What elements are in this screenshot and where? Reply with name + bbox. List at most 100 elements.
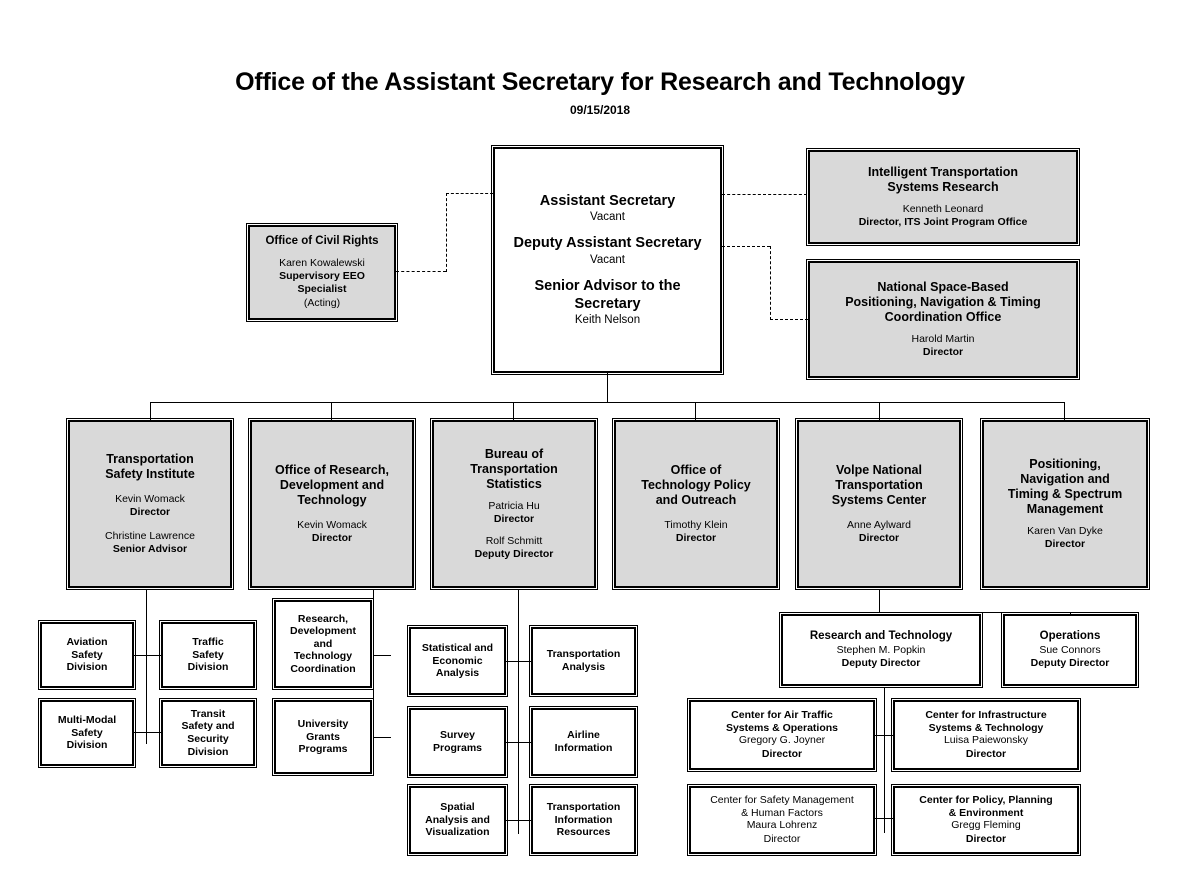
csmhf-role: Director: [763, 832, 801, 845]
otpo-title-line3: and Outreach: [655, 492, 737, 507]
box-national-space-based-pnt-coordination-office[interactable]: National Space-Based Positioning, Naviga…: [806, 259, 1080, 380]
bts-role1: Director: [493, 513, 535, 526]
connector-bts-row1: [505, 661, 533, 662]
page-title: Office of the Assistant Secretary for Re…: [235, 68, 965, 96]
volpe-rt-role: Deputy Director: [841, 656, 921, 669]
pnt-spectrum-name1: Karen Van Dyke: [1027, 524, 1103, 537]
box-transportation-information-resources[interactable]: Transportation Information Resources: [529, 784, 638, 856]
box-volpe-operations[interactable]: Operations Sue Connors Deputy Director: [1001, 612, 1139, 688]
tir-line1: Transportation: [546, 801, 621, 814]
connector-volpe-centers-row2: [871, 818, 898, 819]
catso-title-line1: Center for Air Traffic: [731, 709, 833, 722]
ai-line1: Airline: [567, 729, 600, 742]
rdtc-line3: and: [313, 637, 333, 650]
connector-civil-rights-v: [446, 193, 447, 272]
otpo-title-line1: Office of: [670, 462, 722, 477]
cist-name: Luisa Paiewonsky: [943, 734, 1029, 747]
ta-line1: Transportation: [546, 648, 621, 661]
aviation-safety-line1: Aviation: [66, 636, 108, 649]
csmhf-title-line2: & Human Factors: [741, 806, 823, 819]
pnt-spectrum-role1: Director: [1044, 538, 1086, 550]
csmhf-name: Maura Lohrenz: [746, 819, 818, 832]
cppe-name: Gregg Fleming: [951, 819, 1021, 832]
connector-pnt-h2: [770, 319, 808, 320]
pnt-name: Harold Martin: [911, 332, 975, 345]
volpe-title-line1: Volpe National: [836, 462, 922, 477]
volpe-rt-name: Stephen M. Popkin: [836, 643, 926, 656]
connector-bts-spine: [518, 589, 519, 834]
box-airline-information[interactable]: Airline Information: [529, 706, 638, 778]
catso-role: Director: [761, 747, 803, 760]
multi-modal-safety-line3: Division: [66, 739, 108, 752]
cppe-title-line1: Center for Policy, Planning: [919, 794, 1053, 807]
civil-rights-role-line2: Specialist: [297, 283, 347, 296]
rdtc-line2: Development: [290, 625, 356, 638]
connector-drop-volpe: [879, 402, 880, 420]
tsi-title-line1: Transportation: [106, 451, 194, 466]
sav-line3: Visualization: [425, 826, 490, 839]
pnt-title-line2: Positioning, Navigation & Timing: [845, 294, 1041, 309]
pnt-spectrum-title-line4: Management: [1026, 501, 1104, 516]
multi-modal-safety-line1: Multi-Modal: [57, 714, 117, 727]
box-university-grants-programs[interactable]: University Grants Programs: [272, 698, 374, 776]
ugp-line1: University: [297, 718, 349, 731]
civil-rights-title: Office of Civil Rights: [265, 235, 379, 248]
bts-title-line3: Statistics: [486, 477, 542, 492]
box-aviation-safety-division[interactable]: Aviation Safety Division: [38, 620, 136, 690]
box-transportation-safety-institute[interactable]: Transportation Safety Institute Kevin Wo…: [66, 418, 234, 590]
otpo-role1: Director: [675, 532, 717, 544]
bts-role2: Deputy Director: [474, 547, 554, 560]
box-office-of-civil-rights[interactable]: Office of Civil Rights Karen Kowalewski …: [246, 223, 398, 322]
connector-volpe-centers-row1: [871, 735, 898, 736]
connector-civil-rights-h1: [396, 271, 446, 272]
volpe-ops-role: Deputy Director: [1030, 656, 1110, 669]
box-volpe-national-transportation-systems-center[interactable]: Volpe National Transportation Systems Ce…: [795, 418, 963, 590]
assistant-secretary-role: Assistant Secretary: [539, 192, 676, 209]
ordt-title-line3: Technology: [297, 492, 367, 507]
box-volpe-research-and-technology[interactable]: Research and Technology Stephen M. Popki…: [779, 612, 983, 688]
transit-safety-line1: Transit: [190, 707, 226, 720]
tsi-title-line2: Safety Institute: [105, 466, 195, 481]
box-multi-modal-safety-division[interactable]: Multi-Modal Safety Division: [38, 698, 136, 768]
civil-rights-name: Karen Kowalewski: [279, 257, 365, 270]
box-transit-safety-and-security-division[interactable]: Transit Safety and Security Division: [159, 698, 257, 768]
connector-volpe-stem: [879, 589, 880, 613]
box-center-for-air-traffic-systems-and-operations[interactable]: Center for Air Traffic Systems & Operati…: [687, 698, 877, 772]
box-office-of-research-development-and-technology[interactable]: Office of Research, Development and Tech…: [248, 418, 416, 590]
box-positioning-navigation-timing-spectrum-management[interactable]: Positioning, Navigation and Timing & Spe…: [980, 418, 1150, 590]
box-statistical-and-economic-analysis[interactable]: Statistical and Economic Analysis: [407, 625, 508, 697]
volpe-ops-title: Operations: [1039, 629, 1101, 642]
connector-trunk-stem: [607, 373, 608, 403]
box-intelligent-transportation-systems-research[interactable]: Intelligent Transportation Systems Resea…: [806, 148, 1080, 246]
volpe-ops-name: Sue Connors: [1039, 643, 1101, 656]
box-survey-programs[interactable]: Survey Programs: [407, 706, 508, 778]
ta-line2: Analysis: [561, 661, 606, 673]
box-office-of-technology-policy-and-outreach[interactable]: Office of Technology Policy and Outreach…: [612, 418, 780, 590]
connector-drop-tsi: [150, 402, 151, 420]
pnt-spectrum-title-line2: Navigation and: [1020, 471, 1110, 486]
box-bureau-of-transportation-statistics[interactable]: Bureau of Transportation Statistics Patr…: [430, 418, 598, 590]
box-center-for-infrastructure-systems-and-technology[interactable]: Center for Infrastructure Systems & Tech…: [891, 698, 1081, 772]
connector-drop-pnt-spectrum: [1064, 402, 1065, 420]
otpo-title-line2: Technology Policy: [641, 477, 751, 492]
tir-line2: Information: [554, 813, 613, 826]
box-center-for-safety-management-and-human-factors[interactable]: Center for Safety Management & Human Fac…: [687, 784, 877, 856]
traffic-safety-line3: Division: [187, 661, 229, 674]
box-center-for-policy-planning-and-environment[interactable]: Center for Policy, Planning & Environmen…: [891, 784, 1081, 856]
aviation-safety-line3: Division: [66, 661, 108, 674]
transit-safety-line2: Safety and: [181, 720, 235, 733]
connector-pnt-v: [770, 246, 771, 320]
box-research-development-and-technology-coordination[interactable]: Research, Development and Technology Coo…: [272, 598, 374, 690]
sp-line2: Programs: [432, 742, 483, 754]
sav-line2: Analysis and: [425, 813, 490, 826]
box-spatial-analysis-and-visualization[interactable]: Spatial Analysis and Visualization: [407, 784, 508, 856]
box-transportation-analysis[interactable]: Transportation Analysis: [529, 625, 638, 697]
connector-drop-otpo: [695, 402, 696, 420]
pnt-title-line1: National Space-Based: [877, 279, 1009, 294]
civil-rights-role-line1: Supervisory EEO: [279, 270, 365, 283]
box-traffic-safety-division[interactable]: Traffic Safety Division: [159, 620, 257, 690]
bts-name2: Rolf Schmitt: [485, 534, 543, 547]
volpe-rt-title: Research and Technology: [809, 629, 953, 642]
box-assistant-secretary[interactable]: Assistant Secretary Vacant Deputy Assist…: [491, 145, 724, 375]
aviation-safety-line2: Safety: [71, 648, 103, 661]
